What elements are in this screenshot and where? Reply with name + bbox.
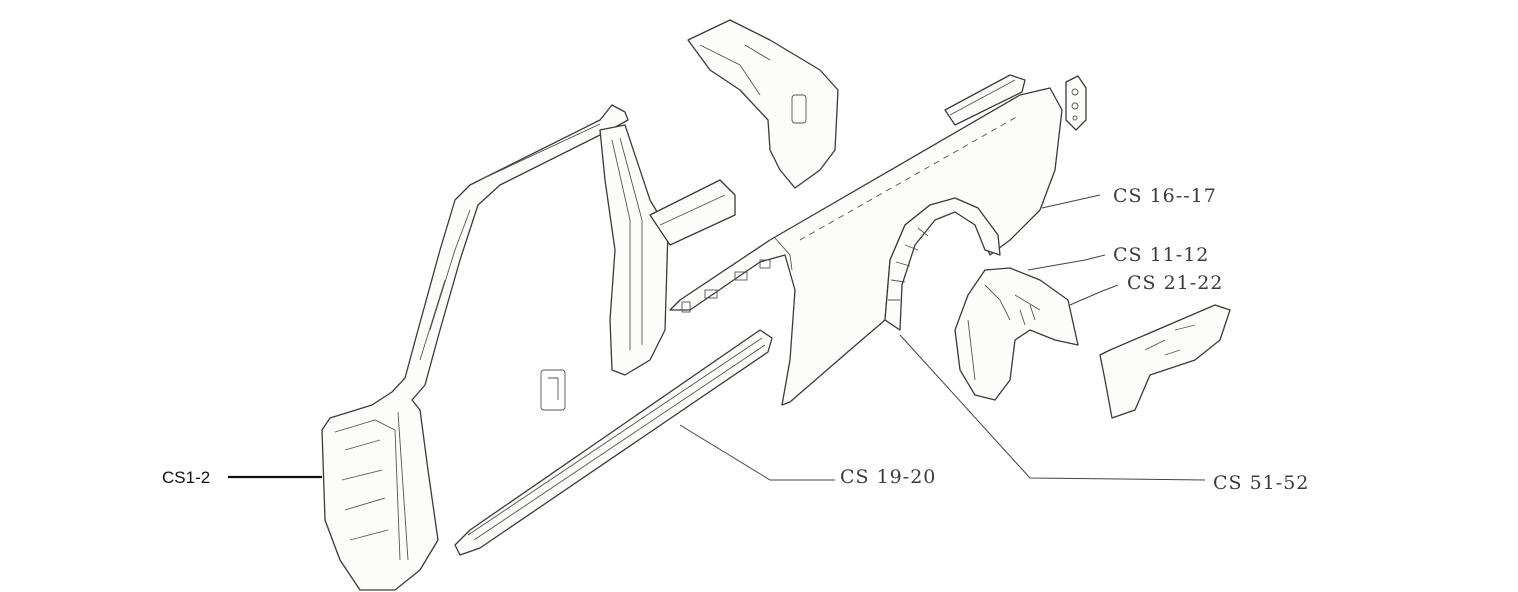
tag-plate	[1065, 75, 1087, 131]
label-cs16-17: CS 16--17	[1113, 185, 1217, 207]
label-cs11-12: CS 11-12	[1113, 244, 1209, 266]
leader-cs11-12	[1027, 254, 1106, 271]
wheel-house	[884, 197, 1001, 331]
b-pillar	[599, 124, 669, 376]
rear-bracket	[1099, 304, 1231, 419]
a-pillar-assembly	[321, 104, 629, 591]
leader-cs21-22	[1069, 284, 1119, 306]
label-cs21-22: CS 21-22	[1127, 272, 1223, 294]
leader-cs19-20	[679, 424, 835, 481]
leader-cs51-52	[899, 334, 1206, 481]
leader-cs16-17	[1041, 194, 1101, 209]
inner-wheel-arch	[954, 267, 1079, 401]
label-cs51-52: CS 51-52	[1213, 472, 1309, 494]
label-cs19-20: CS 19-20	[840, 466, 936, 488]
upper-rear-inner-panel	[687, 19, 839, 189]
door-latch-detail	[540, 369, 566, 411]
label-cs1-2: CS1-2	[162, 468, 210, 487]
rocker-panel	[454, 329, 773, 556]
inner-brace	[649, 179, 736, 246]
